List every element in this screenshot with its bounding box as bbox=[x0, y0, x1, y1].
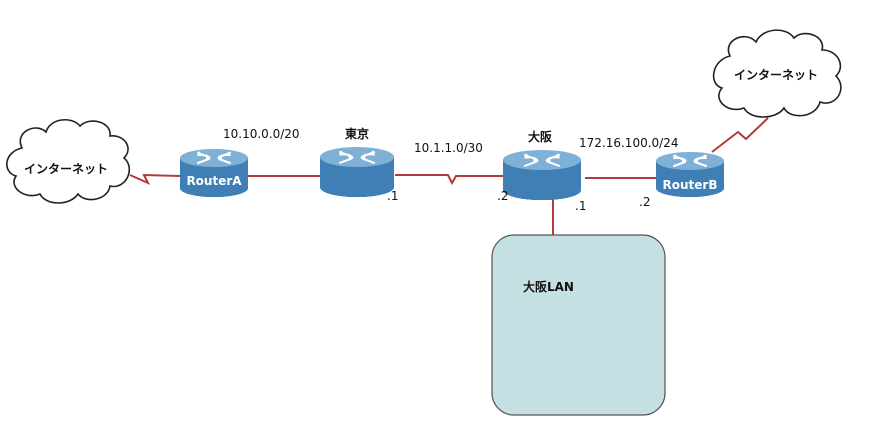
interface-router-b: .2 bbox=[639, 195, 650, 209]
router-tokyo-name: 東京 bbox=[345, 126, 369, 141]
router-icon bbox=[656, 152, 724, 197]
cloud-right-label: インターネット bbox=[734, 68, 818, 82]
cloud-right: インターネット bbox=[712, 29, 842, 118]
cloud-icon bbox=[6, 119, 130, 204]
link-routerB-cloud-right bbox=[711, 117, 769, 153]
router-a: RouterA bbox=[180, 149, 248, 197]
router-icon bbox=[503, 150, 581, 200]
router-icon bbox=[180, 149, 248, 197]
network-label-osaka-b: 172.16.100.0/24 bbox=[579, 136, 678, 150]
links bbox=[129, 117, 769, 237]
interface-osaka-west: .2 bbox=[497, 189, 508, 203]
router-b-name: RouterB bbox=[663, 178, 718, 192]
router-osaka: 大阪 bbox=[503, 129, 581, 200]
network-label-a-tokyo: 10.10.0.0/20 bbox=[223, 127, 300, 141]
router-b: RouterB bbox=[656, 152, 724, 197]
interface-tokyo: .1 bbox=[387, 189, 398, 203]
cloud-left-label: インターネット bbox=[24, 162, 108, 176]
link-cloud-left-routerA bbox=[129, 173, 181, 186]
osaka-lan-box bbox=[491, 234, 666, 416]
osaka-lan-label: 大阪LAN bbox=[523, 279, 574, 294]
router-a-name: RouterA bbox=[186, 174, 242, 188]
cloud-icon bbox=[712, 29, 842, 118]
network-label-tokyo-osaka: 10.1.1.0/30 bbox=[414, 141, 483, 155]
router-tokyo: 東京 bbox=[320, 126, 394, 197]
router-icon bbox=[320, 147, 394, 197]
router-osaka-name: 大阪 bbox=[528, 129, 553, 144]
interface-osaka-lan: .1 bbox=[575, 199, 586, 213]
link-tokyo-osaka bbox=[395, 174, 504, 186]
cloud-left: インターネット bbox=[6, 119, 130, 204]
